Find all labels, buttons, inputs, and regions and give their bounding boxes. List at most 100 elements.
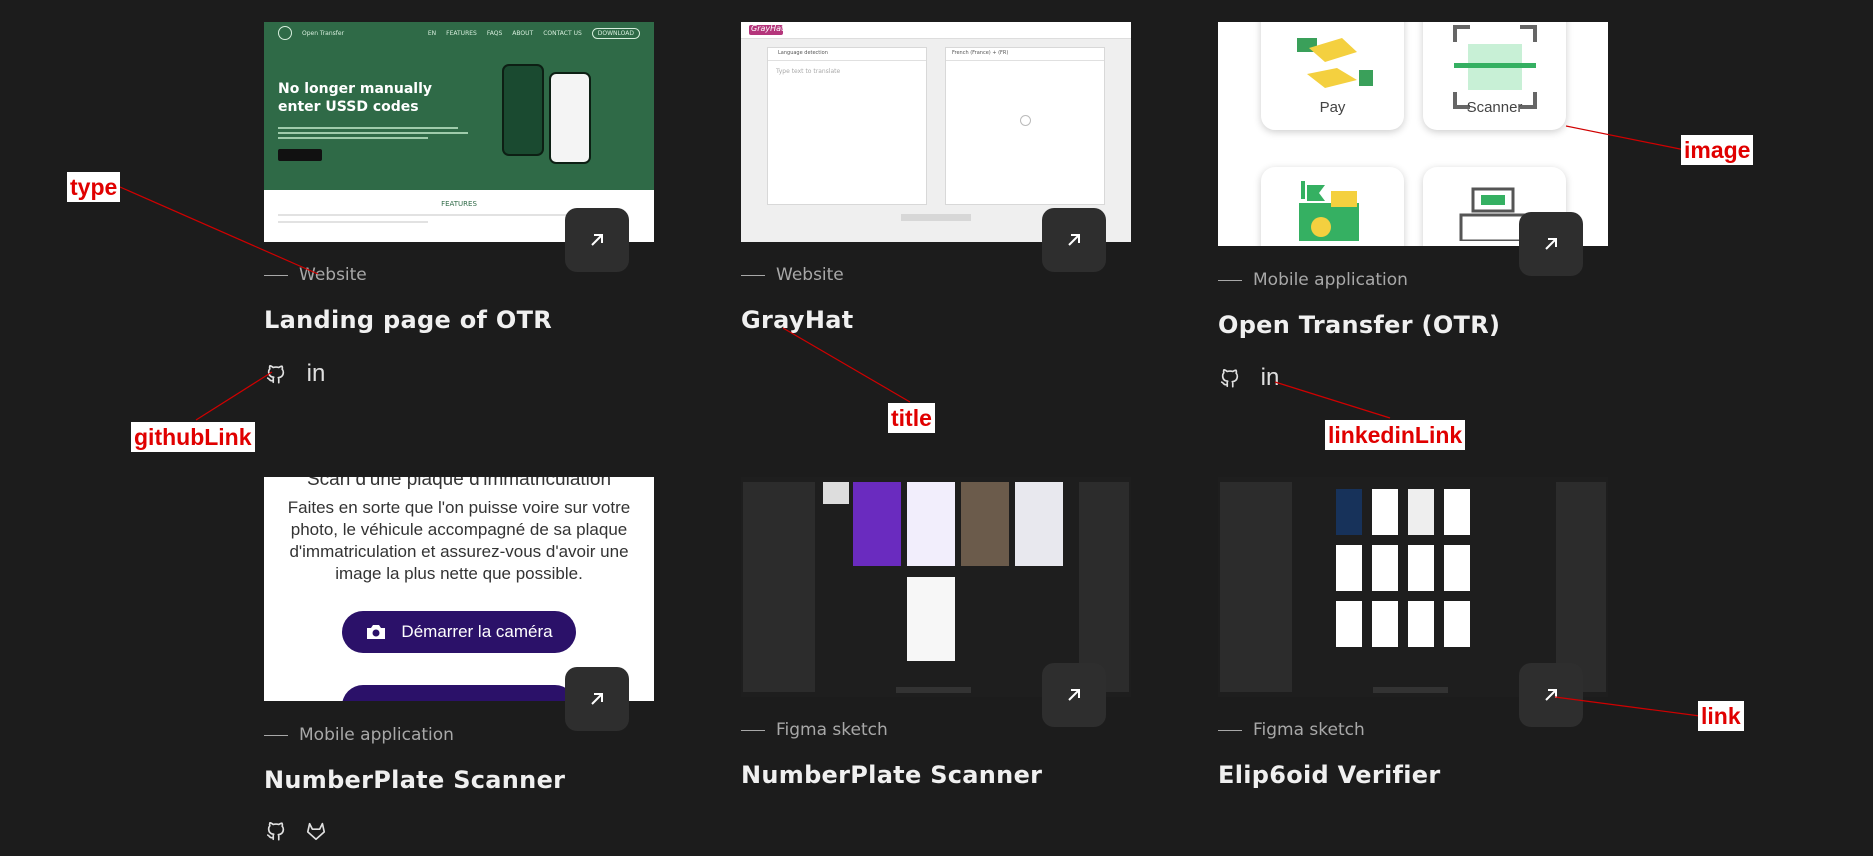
annotation-githubLink: githubLink [131, 422, 255, 452]
figma-frame [1372, 601, 1398, 647]
project-title: Open Transfer (OTR) [1218, 311, 1501, 339]
pay-label: Pay [1319, 99, 1346, 116]
annotation-image: image [1681, 135, 1754, 165]
type-dash [264, 274, 288, 276]
preview-nav-item: FAQS [486, 29, 503, 37]
camera-button: Démarrer la caméra [342, 611, 576, 653]
project-card: Pay Scanner [1218, 22, 1608, 390]
annotation-link: link [1698, 701, 1744, 731]
text-line [278, 221, 428, 223]
phone-mockup [549, 72, 591, 164]
arrow-up-right-icon [591, 234, 603, 246]
linkedin-icon[interactable]: in [306, 360, 326, 387]
open-link-button[interactable] [1519, 212, 1583, 276]
scanner-label: Scanner [1466, 99, 1523, 116]
project-card: Figma sketch Elip6oid Verifier [1218, 477, 1608, 789]
open-link-button[interactable] [1042, 208, 1106, 272]
project-type: Mobile application [1218, 270, 1408, 290]
figma-frame [1444, 601, 1470, 647]
preview-body: Faites en sorte que l'on puisse voire su… [287, 498, 631, 583]
type-dash [1218, 279, 1242, 281]
text-line [278, 214, 598, 216]
pay-tile: Pay [1261, 22, 1404, 130]
figma-properties-panel [1556, 482, 1606, 692]
preview-headline: No longer manually enter USSD codes [278, 81, 433, 115]
project-image[interactable]: Open Transfer EN FEATURES FAQS ABOUT CON… [264, 22, 654, 242]
camera-button-label: Démarrer la caméra [401, 622, 553, 641]
figma-frame [907, 482, 955, 566]
target-lang-bar: French (France) + (FR) [946, 48, 1104, 61]
project-type: Website [264, 265, 367, 285]
preview-subtext [278, 127, 478, 139]
open-link-button[interactable] [565, 667, 629, 731]
figma-toolbar [1373, 687, 1448, 693]
arrow-up-right-icon [1068, 234, 1080, 246]
arrow-up-right-icon [1068, 689, 1080, 701]
figma-frame [1336, 601, 1362, 647]
project-card: Scan d'une plaque d'immatriculation Fait… [264, 477, 654, 841]
preview-nav-item: CONTACT US [543, 29, 582, 37]
preview-nav-item: EN [427, 29, 437, 37]
project-image[interactable]: Scan d'une plaque d'immatriculation Fait… [264, 477, 654, 701]
project-image[interactable] [741, 477, 1131, 697]
project-title: GrayHat [741, 306, 854, 334]
project-card: Figma sketch NumberPlate Scanner [741, 477, 1131, 789]
project-links [264, 819, 328, 843]
translate-button [901, 214, 971, 221]
type-dash [741, 274, 765, 276]
project-card: Open Transfer EN FEATURES FAQS ABOUT CON… [264, 22, 654, 386]
project-type-label: Mobile application [299, 725, 454, 745]
figma-frame [1372, 489, 1398, 535]
github-icon[interactable] [1218, 366, 1242, 390]
preview-heading: Scan d'une plaque d'immatriculation [306, 477, 612, 490]
project-type-label: Mobile application [1253, 270, 1408, 290]
arrow-up-right-icon [1545, 689, 1557, 701]
project-title: NumberPlate Scanner [264, 766, 566, 794]
gallery-button [342, 685, 576, 701]
project-type-label: Figma sketch [776, 720, 888, 740]
open-link-button[interactable] [565, 208, 629, 272]
preview-header: GrayHat [741, 22, 1131, 39]
preview-nav: Open Transfer EN FEATURES FAQS ABOUT CON… [264, 22, 654, 44]
open-link-button[interactable] [1042, 663, 1106, 727]
arrow-up-right-icon [591, 693, 603, 705]
project-image[interactable]: GrayHat Language detection Type text to … [741, 22, 1131, 242]
project-image[interactable]: Pay Scanner [1218, 22, 1608, 246]
otr-logo-icon [278, 26, 292, 40]
open-link-button[interactable] [1519, 663, 1583, 727]
figma-frame [1015, 482, 1063, 566]
figma-frame [853, 482, 901, 566]
source-lang-bar: Language detection [768, 48, 926, 61]
pay-icon [1297, 38, 1373, 88]
source-placeholder: Type text to translate [776, 68, 841, 75]
scanner-icon [1453, 25, 1537, 109]
preview-brand: Open Transfer [302, 29, 345, 37]
annotation-linkedinLink: linkedinLink [1325, 420, 1466, 450]
github-icon[interactable] [264, 362, 288, 386]
figma-frame [1444, 545, 1470, 591]
gitlab-icon[interactable] [304, 819, 328, 843]
project-type: Website [741, 265, 844, 285]
project-type-label: Website [299, 265, 367, 285]
figma-frame [823, 482, 849, 504]
project-links: in [264, 362, 328, 386]
preview-nav-item: ABOUT [512, 29, 534, 37]
figma-frame [1336, 545, 1362, 591]
figma-layers-panel [743, 482, 815, 692]
figma-properties-panel [1079, 482, 1129, 692]
linkedin-icon[interactable]: in [1260, 364, 1280, 391]
type-dash [264, 734, 288, 736]
preview-nav-item: FEATURES [446, 29, 477, 37]
figma-frame [1336, 489, 1362, 535]
camera-icon [367, 625, 386, 639]
project-type: Figma sketch [1218, 720, 1365, 740]
phone-mockup [502, 64, 544, 156]
figma-frame [907, 577, 955, 661]
figma-frame [1444, 489, 1470, 535]
wallet-tile [1261, 167, 1404, 246]
project-image[interactable] [1218, 477, 1608, 697]
project-title: Elip6oid Verifier [1218, 761, 1441, 789]
project-links: in [1218, 366, 1282, 390]
github-icon[interactable] [264, 819, 288, 843]
project-type-label: Figma sketch [1253, 720, 1365, 740]
